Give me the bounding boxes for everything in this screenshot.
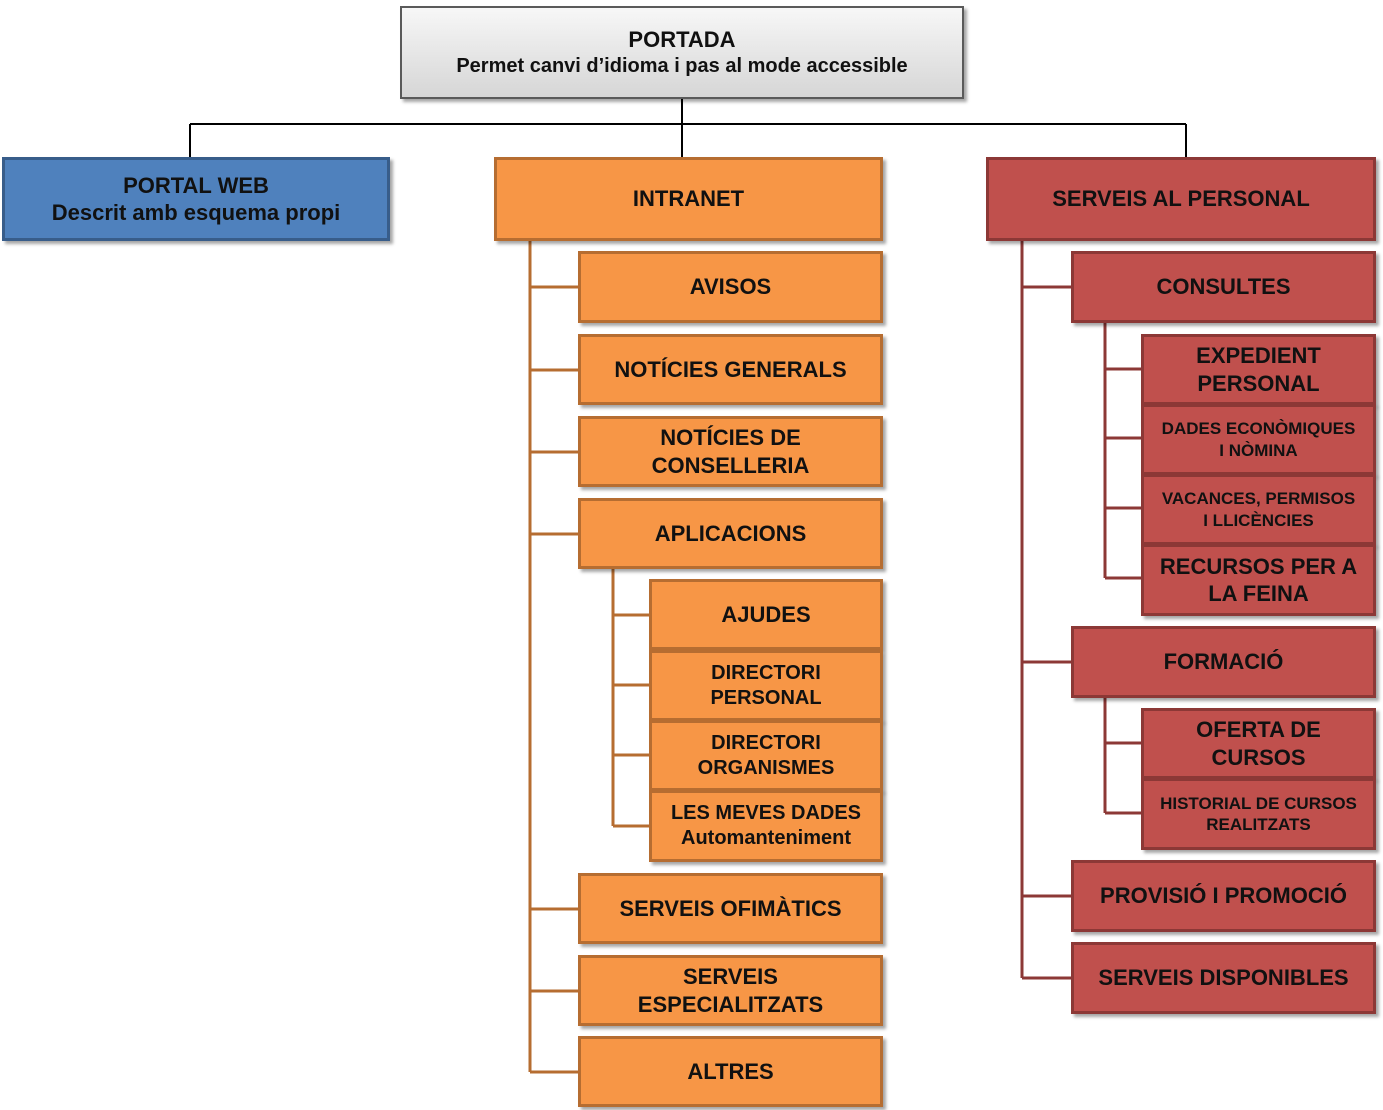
node-expedient-line1: EXPEDIENT <box>1196 343 1321 368</box>
node-portada: PORTADA Permet canvi d’idioma i pas al m… <box>400 6 964 99</box>
node-serveis-disponibles: SERVEIS DISPONIBLES <box>1071 942 1376 1014</box>
node-meves-dades: LES MEVES DADES Automanteniment <box>649 790 883 862</box>
node-historial-cursos: HISTORIAL DE CURSOS REALITZATS <box>1141 778 1376 850</box>
node-vacances: VACANCES, PERMISOS I LLICÈNCIES <box>1141 474 1376 545</box>
node-directori-organismes-line2: ORGANISMES <box>697 756 835 779</box>
node-intranet-title: INTRANET <box>632 186 745 212</box>
node-provisio-label: PROVISIÓ I PROMOCIÓ <box>1100 883 1347 909</box>
node-expedient-line2: PERSONAL <box>1197 370 1320 396</box>
node-serveis-ofimatics: SERVEIS OFIMÀTICS <box>578 873 883 944</box>
node-dades-line2: I NÒMINA <box>1219 440 1298 460</box>
node-directori-personal-line1: DIRECTORI <box>711 661 821 684</box>
node-altres: ALTRES <box>578 1036 883 1107</box>
root-connectors <box>189 99 1187 157</box>
node-ajudes-label: AJUDES <box>721 601 811 627</box>
node-recursos-line2: LA FEINA <box>1208 581 1309 606</box>
node-recursos-line1: RECURSOS PER A <box>1159 553 1358 579</box>
node-historial-line1: HISTORIAL DE CURSOS <box>1160 793 1357 813</box>
node-serveis-al-personal-title: SERVEIS AL PERSONAL <box>1052 186 1310 212</box>
node-avisos: AVISOS <box>578 251 883 323</box>
node-meves-dades-line2: Automanteniment <box>681 827 851 849</box>
node-altres-label: ALTRES <box>687 1058 774 1084</box>
node-aplicacions: APLICACIONS <box>578 498 883 569</box>
node-portada-title: PORTADA <box>628 27 736 53</box>
node-noticies-conselleria-line2: CONSELLERIA <box>651 452 810 478</box>
node-noticies-generals: NOTÍCIES GENERALS <box>578 334 883 405</box>
node-noticies-conselleria: NOTÍCIES DE CONSELLERIA <box>578 416 883 487</box>
node-portal-web-subtitle: Descrit amb esquema propi <box>51 200 341 225</box>
node-oferta-line2: CURSOS <box>1211 744 1306 770</box>
node-directori-personal-line2: PERSONAL <box>710 686 822 709</box>
node-portada-subtitle: Permet canvi d’idioma i pas al mode acce… <box>456 54 908 77</box>
node-serveis-ofimatics-label: SERVEIS OFIMÀTICS <box>619 895 842 921</box>
node-formacio-label: FORMACIÓ <box>1163 649 1284 675</box>
node-serveis-especialitzats-line1: SERVEIS <box>683 964 778 989</box>
node-vacances-line2: I LLICÈNCIES <box>1203 510 1314 530</box>
node-noticies-conselleria-line1: NOTÍCIES DE <box>660 425 801 450</box>
node-noticies-generals-label: NOTÍCIES GENERALS <box>614 356 847 382</box>
node-meves-dades-line1: LES MEVES DADES <box>670 802 862 824</box>
node-directori-organismes: DIRECTORI ORGANISMES <box>649 720 883 791</box>
intranet-connectors <box>528 241 651 1074</box>
node-formacio: FORMACIÓ <box>1071 626 1376 698</box>
node-intranet: INTRANET <box>494 157 883 241</box>
node-dades-economiques: DADES ECONÒMIQUES I NÒMINA <box>1141 404 1376 475</box>
node-serveis-especialitzats: SERVEIS ESPECIALITZATS <box>578 955 883 1026</box>
node-serveis-al-personal: SERVEIS AL PERSONAL <box>986 157 1376 241</box>
node-recursos-feina: RECURSOS PER A LA FEINA <box>1141 544 1376 616</box>
node-portal-web-title: PORTAL WEB <box>123 172 269 198</box>
node-historial-line2: REALITZATS <box>1206 815 1311 834</box>
node-avisos-label: AVISOS <box>689 274 772 300</box>
node-vacances-line1: VACANCES, PERMISOS <box>1161 489 1356 509</box>
node-serveis-disponibles-label: SERVEIS DISPONIBLES <box>1098 965 1349 991</box>
serveis-connectors <box>1020 241 1143 980</box>
node-directori-personal: DIRECTORI PERSONAL <box>649 650 883 721</box>
node-oferta-cursos: OFERTA DE CURSOS <box>1141 708 1376 779</box>
node-serveis-especialitzats-line2: ESPECIALITZATS <box>637 991 824 1017</box>
node-oferta-line1: OFERTA DE <box>1196 717 1321 742</box>
node-expedient-personal: EXPEDIENT PERSONAL <box>1141 334 1376 405</box>
node-ajudes: AJUDES <box>649 579 883 650</box>
node-consultes-label: CONSULTES <box>1156 274 1291 300</box>
node-provisio-promocio: PROVISIÓ I PROMOCIÓ <box>1071 860 1376 932</box>
node-consultes: CONSULTES <box>1071 251 1376 323</box>
node-dades-line1: DADES ECONÒMIQUES <box>1161 419 1356 439</box>
node-portal-web: PORTAL WEB Descrit amb esquema propi <box>2 157 390 241</box>
node-aplicacions-label: APLICACIONS <box>654 520 807 546</box>
node-directori-organismes-line1: DIRECTORI <box>711 731 821 754</box>
